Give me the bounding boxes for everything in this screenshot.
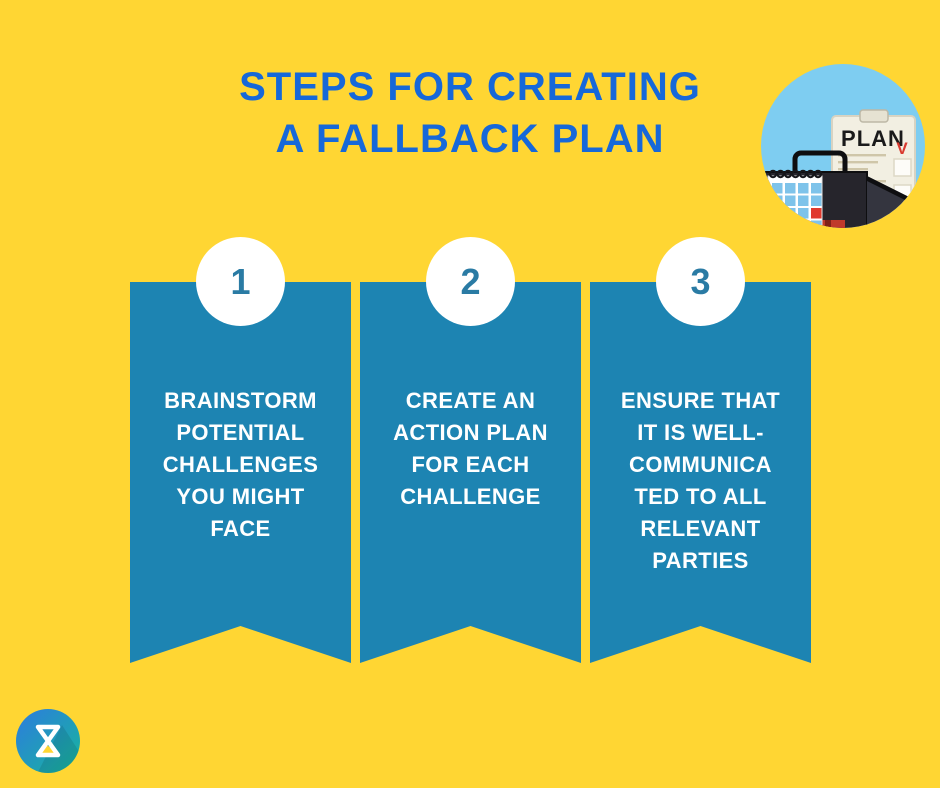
hourglass-icon [16, 709, 80, 773]
pen-icon [801, 220, 845, 228]
calendar-icon [767, 169, 823, 228]
page-title: STEPS FOR CREATING A FALLBACK PLAN [0, 61, 940, 165]
step-2-banner: CREATE AN ACTION PLAN FOR EACH CHALLENGE [360, 282, 581, 663]
step-3-description: ENSURE THAT IT IS WELL- COMMUNICA TED TO… [620, 388, 781, 573]
step-2-number: 2 [460, 260, 481, 302]
brand-logo [16, 709, 80, 773]
calendar-highlight-day [811, 208, 822, 219]
step-1-description: BRAINSTORM POTENTIAL CHALLENGES YOU MIGH… [162, 388, 319, 541]
page-title-line2: A FALLBACK PLAN [275, 117, 665, 161]
step-3-banner: ENSURE THAT IT IS WELL- COMMUNICA TED TO… [590, 282, 811, 663]
clipboard-checkmark: V [896, 139, 908, 158]
step-3-number: 3 [690, 260, 711, 302]
step-2-description: CREATE AN ACTION PLAN FOR EACH CHALLENGE [393, 388, 548, 509]
step-1-number-badge: 1 [196, 237, 285, 326]
page-title-line1: STEPS FOR CREATING [239, 65, 701, 109]
step-1-banner: BRAINSTORM POTENTIAL CHALLENGES YOU MIGH… [130, 282, 351, 663]
step-1-number: 1 [230, 260, 251, 302]
clipboard-plan-label: PLAN [841, 126, 905, 151]
step-2-number-badge: 2 [426, 237, 515, 326]
plan-illustration-graphic: PLAN V [761, 109, 925, 228]
plan-illustration: PLAN V [761, 64, 925, 228]
step-3-number-badge: 3 [656, 237, 745, 326]
